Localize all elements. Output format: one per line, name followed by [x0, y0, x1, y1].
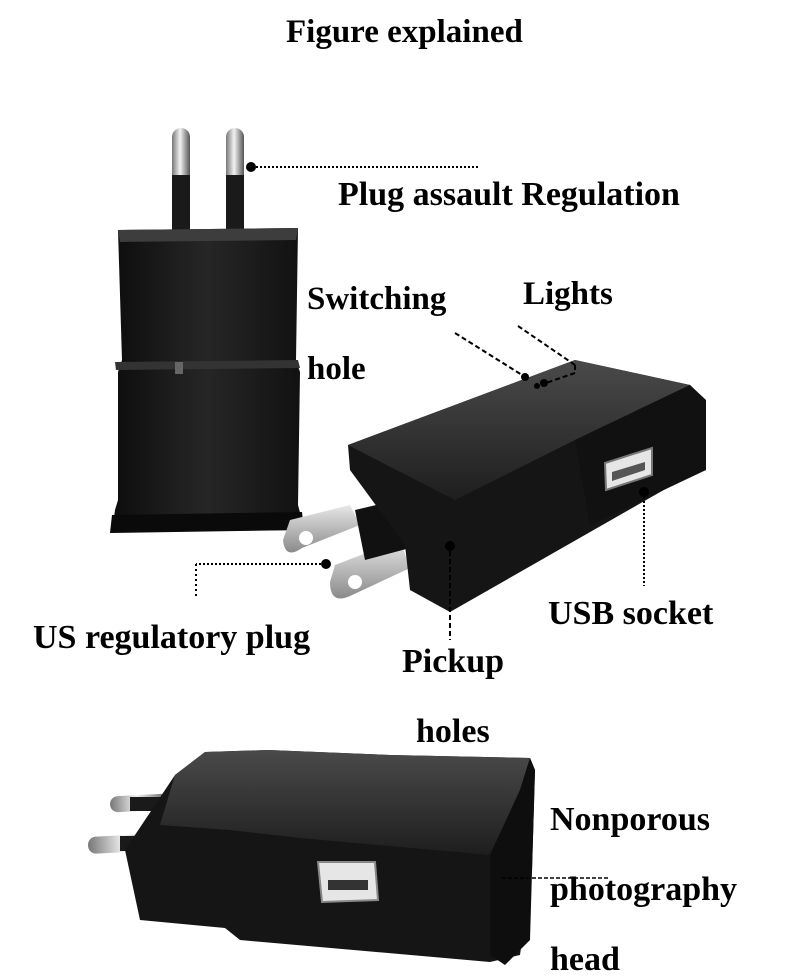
label-switching-hole: Switching	[307, 281, 447, 317]
label-us-plug: US regulatory plug	[33, 619, 311, 656]
us-charger-horizontal	[283, 360, 706, 612]
leader-line-switching-hole	[454, 332, 523, 376]
label-lights: Lights	[523, 276, 613, 312]
eu-charger-side	[88, 750, 535, 965]
leader-dot-usb-socket	[639, 487, 649, 497]
label-usb-socket: USB socket	[548, 595, 714, 632]
label-pickup-holes: Pickup	[402, 643, 505, 680]
label-camera: Nonporous	[550, 801, 710, 838]
label-switching-hole-cont: hole	[307, 351, 366, 387]
leader-dot-eu-plug	[246, 162, 256, 172]
leader-dot-switching-hole	[521, 373, 529, 381]
leader-dot-lights	[540, 379, 548, 387]
leader-line-lights	[517, 325, 576, 366]
label-camera-cont: photography	[550, 871, 738, 908]
leader-dot-us-plug	[321, 559, 331, 569]
label-camera-cont-2: head	[550, 941, 620, 978]
label-pickup-holes-cont: holes	[416, 713, 490, 750]
leader-dot-pickup-holes	[445, 541, 455, 551]
page-title: Figure explained	[286, 14, 523, 50]
label-eu-plug: Plug assault Regulation	[338, 176, 680, 213]
eu-charger-vertical	[110, 128, 304, 533]
